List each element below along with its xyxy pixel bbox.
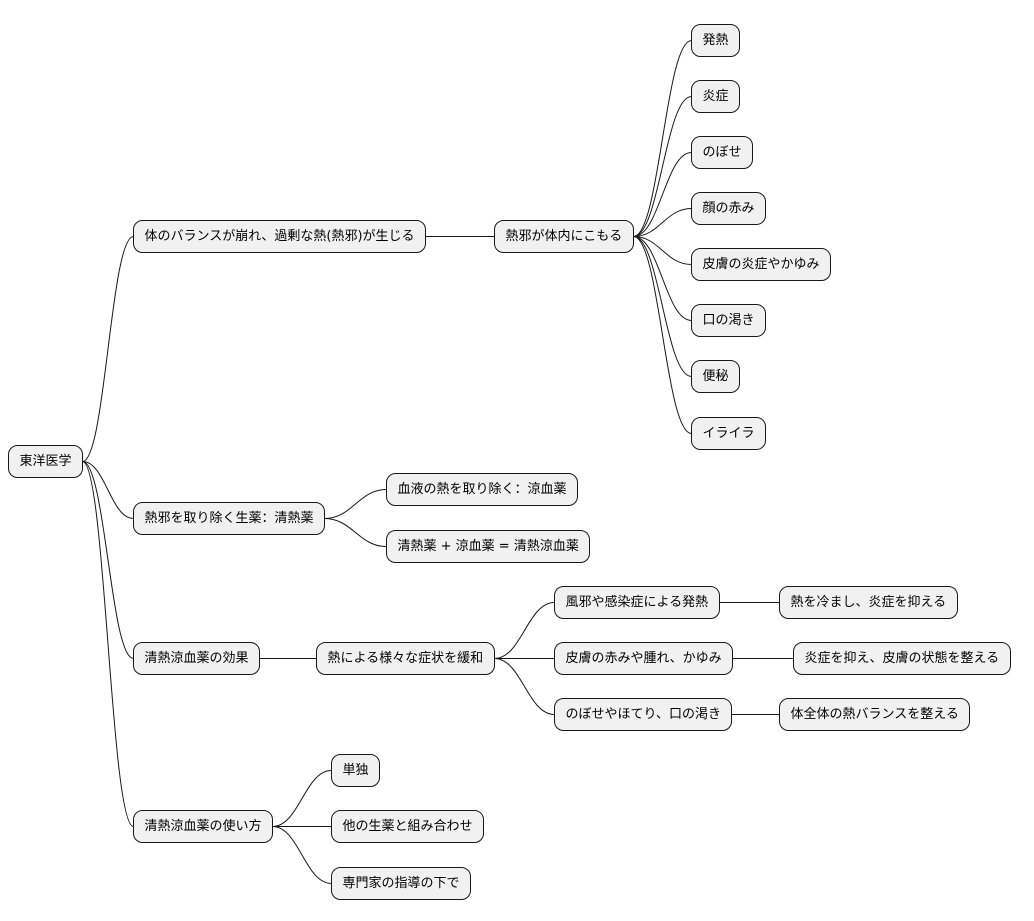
effect-result-node-1-label: 炎症を抑え、皮膚の状態を整える <box>805 650 1000 666</box>
symptom-node-3-box <box>691 192 766 225</box>
symptom-node-2-label: のぼせ <box>703 145 742 160</box>
usage-node-2: 専門家の指導の下で <box>331 867 471 900</box>
branch-node-0-box <box>133 220 426 253</box>
symptom-node-4: 皮膚の炎症やかゆみ <box>691 248 831 281</box>
branch-node-2-label: 清熱涼血薬の効果 <box>145 651 249 666</box>
usage-node-0-box <box>331 754 380 787</box>
symptom-node-2: のぼせ <box>691 136 753 169</box>
edge-root-branch-0 <box>82 236 134 462</box>
effect-node-1-label: 皮膚の赤みや腫れ、かゆみ <box>566 650 722 666</box>
edge-symptom-3 <box>633 208 692 237</box>
symptom-node-7: イライラ <box>691 417 766 450</box>
effect-node-0: 風邪や感染症による発熱 <box>554 586 720 619</box>
effect-node-1: 皮膚の赤みや腫れ、かゆみ <box>554 642 733 675</box>
symptom-node-0-label: 発熱 <box>703 33 729 48</box>
edge-effect-0 <box>494 602 555 659</box>
usage-node-1-box <box>331 810 484 843</box>
branch-node-2-box <box>133 642 260 675</box>
symptom-node-5: 口の渇き <box>691 304 766 337</box>
symptom-node-0-box <box>691 24 740 57</box>
edge-usage-0 <box>272 770 332 827</box>
symptom-node-5-box <box>691 304 766 337</box>
symptom-node-1: 炎症 <box>691 80 740 113</box>
usage-node-2-box <box>331 867 471 900</box>
edge-symptom-4 <box>633 236 692 265</box>
effect-result-node-1-box <box>793 642 1011 675</box>
branch-0-child-0-box <box>494 220 634 253</box>
symptom-node-5-label: 口の渇き <box>703 312 755 328</box>
effect-node-1-box <box>554 642 733 675</box>
usage-node-1: 他の生薬と組み合わせ <box>331 810 484 843</box>
usage-node-0-label: 単独 <box>343 762 369 778</box>
symptom-node-6: 便秘 <box>691 360 740 393</box>
effect-node-2-box <box>554 698 732 731</box>
branch-2-child-0-box <box>316 642 495 675</box>
branch-0-child-0-label: 熱邪が体内にこもる <box>506 228 623 244</box>
edge-root-branch-3 <box>82 461 134 827</box>
branch-node-1: 熱邪を取り除く生薬：清熱薬 <box>133 502 325 535</box>
effect-result-node-0-box <box>779 586 958 619</box>
root-node-label: 東洋医学 <box>20 453 72 469</box>
effect-node-2-label: のぼせやほてり、口の渇き <box>566 706 721 722</box>
branch-node-0-label: 体のバランスが崩れ、過剰な熱(熱邪)が生じる <box>145 229 415 244</box>
effect-result-node-1: 炎症を抑え、皮膚の状態を整える <box>793 642 1011 675</box>
effect-result-node-2-label: 体全体の熱バランスを整える <box>791 706 959 722</box>
root-node: 東洋医学 <box>8 445 83 478</box>
branch-1-child-0-label: 血液の熱を取り除く：涼血薬 <box>398 482 567 497</box>
symptom-node-2-box <box>691 136 753 169</box>
symptom-node-1-box <box>691 80 740 113</box>
symptom-node-4-label: 皮膚の炎症やかゆみ <box>703 256 820 272</box>
edge-symptom-7 <box>633 236 692 434</box>
symptom-node-4-box <box>691 248 831 281</box>
edge-symptom-0 <box>633 40 692 237</box>
symptom-node-1-label: 炎症 <box>703 89 729 104</box>
branch-node-0: 体のバランスが崩れ、過剰な熱(熱邪)が生じる <box>133 220 426 253</box>
symptom-node-6-box <box>691 360 740 393</box>
edge-usage-2 <box>272 826 332 884</box>
symptom-node-3-label: 顔の赤み <box>703 201 755 216</box>
symptom-node-0: 発熱 <box>691 24 740 57</box>
edge-root-branch-1 <box>82 461 134 519</box>
branch-node-3-box <box>133 810 273 843</box>
branch-2-child-0: 熱による様々な症状を緩和 <box>316 642 495 675</box>
branch-node-1-label: 熱邪を取り除く生薬：清熱薬 <box>145 511 314 526</box>
edge-symptom-1 <box>633 96 692 237</box>
symptom-node-3: 顔の赤み <box>691 192 766 225</box>
branch-1-child-0-box <box>386 473 578 506</box>
usage-node-0: 単独 <box>331 754 380 787</box>
branch-1-child-0: 血液の熱を取り除く：涼血薬 <box>386 473 578 506</box>
branch-1-child-1-label: 清熱薬 + 涼血薬 = 清熱涼血薬 <box>398 539 579 554</box>
usage-node-2-label: 専門家の指導の下で <box>343 875 460 891</box>
symptom-node-7-label: イライラ <box>703 426 755 441</box>
edge-branch-1-child-1 <box>324 518 387 547</box>
edge-symptom-6 <box>633 236 692 377</box>
symptom-node-6-label: 便秘 <box>703 369 729 384</box>
edge-symptom-2 <box>633 152 692 237</box>
effect-node-2: のぼせやほてり、口の渇き <box>554 698 732 731</box>
mindmap-nodes: 東洋医学 体のバランスが崩れ、過剰な熱(熱邪)が生じる 熱邪が体内にこもる 発熱炎症の… <box>8 24 1011 900</box>
effect-node-0-box <box>554 586 720 619</box>
branch-1-child-1-box <box>386 530 590 563</box>
effect-node-0-label: 風邪や感染症による発熱 <box>566 594 709 610</box>
usage-node-1-label: 他の生薬と組み合わせ <box>343 819 473 834</box>
effect-result-node-2-box <box>779 698 970 731</box>
branch-node-3: 清熱涼血薬の使い方 <box>133 810 273 843</box>
branch-2-child-0-label: 熱による様々な症状を緩和 <box>328 651 484 666</box>
effect-result-node-0: 熱を冷まし、炎症を抑える <box>779 586 958 619</box>
root-node-box <box>8 445 83 478</box>
effect-result-node-2: 体全体の熱バランスを整える <box>779 698 970 731</box>
edge-branch-1-child-0 <box>324 489 387 519</box>
edge-root-branch-2 <box>82 461 134 659</box>
branch-1-child-1: 清熱薬 + 涼血薬 = 清熱涼血薬 <box>386 530 590 563</box>
edge-effect-2 <box>494 658 555 715</box>
symptom-node-7-box <box>691 417 766 450</box>
branch-node-3-label: 清熱涼血薬の使い方 <box>145 818 262 834</box>
branch-0-child-0: 熱邪が体内にこもる <box>494 220 634 253</box>
edge-symptom-5 <box>633 236 692 321</box>
branch-node-1-box <box>133 502 325 535</box>
branch-node-2: 清熱涼血薬の効果 <box>133 642 260 675</box>
mindmap-edges <box>82 40 794 884</box>
effect-result-node-0-label: 熱を冷まし、炎症を抑える <box>791 595 947 610</box>
